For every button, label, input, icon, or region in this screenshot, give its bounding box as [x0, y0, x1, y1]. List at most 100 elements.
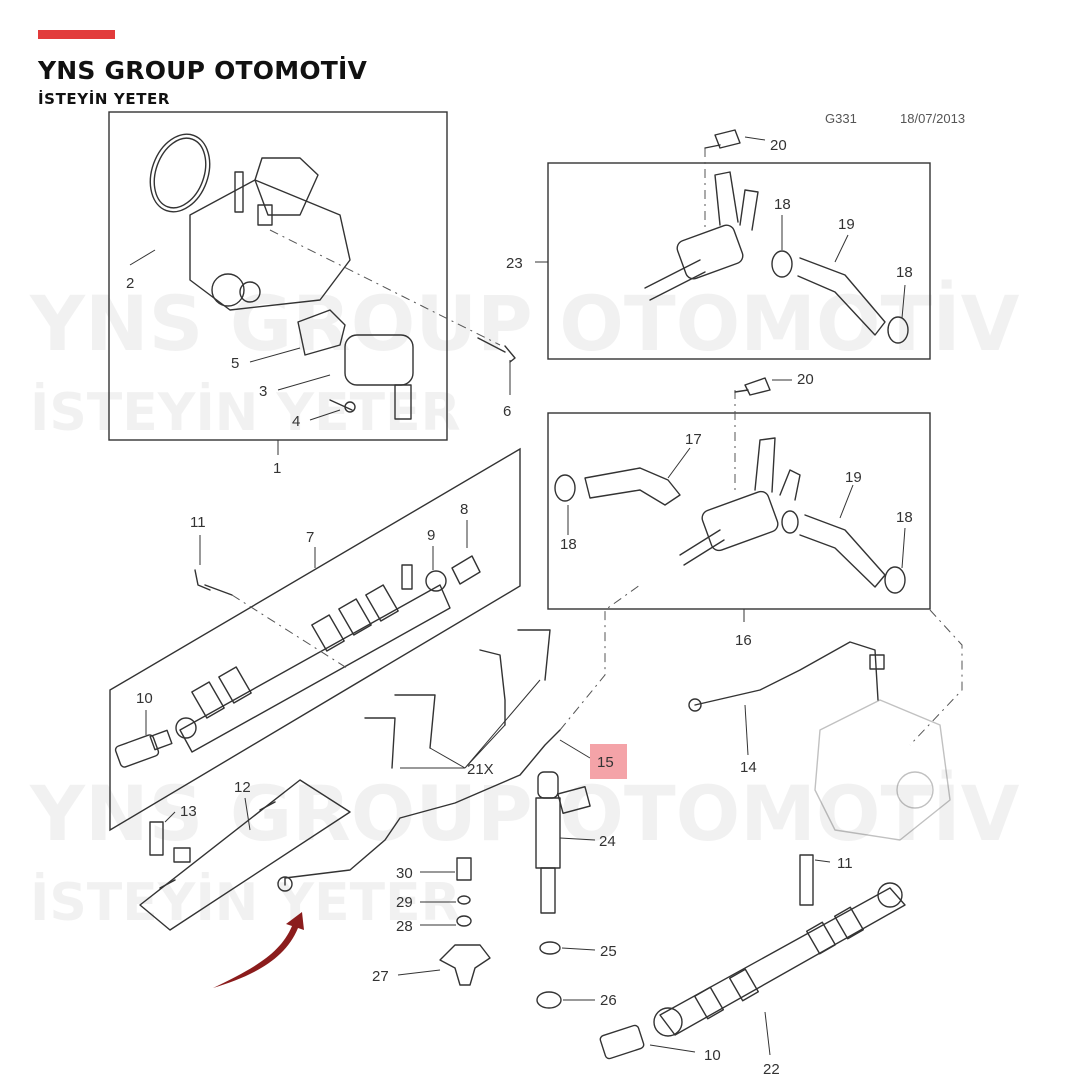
- leader-17: [667, 447, 691, 479]
- callout-19a: 19: [838, 216, 855, 233]
- brand-subtitle: İSTEYİN YETER: [38, 90, 171, 108]
- screw-4-head: [344, 401, 356, 413]
- pipe-14-nut: [869, 654, 885, 670]
- callout-17: 17: [685, 431, 702, 448]
- callout-19b: 19: [845, 469, 862, 486]
- pipe-14-end: [688, 698, 702, 712]
- callout-20b: 20: [797, 371, 814, 388]
- callout-11a: 11: [190, 514, 206, 531]
- leader-13: [164, 811, 176, 823]
- callout-30: 30: [396, 865, 413, 882]
- leader-15: [559, 739, 591, 759]
- leader-22: [764, 1011, 771, 1056]
- injector-24-nozzle: [540, 867, 556, 914]
- clip-18-d: [884, 566, 906, 594]
- callout-3: 3: [259, 383, 267, 400]
- washer-25: [539, 941, 561, 955]
- return-upper-frame: [547, 162, 931, 360]
- watermark-line-3: YNS GROUP OTOMOTİV: [29, 768, 1020, 858]
- return-pipe-15: 15: [213, 584, 641, 988]
- callout-1: 1: [273, 460, 281, 477]
- bolt-13: [149, 821, 164, 856]
- return-lower-frame: [547, 412, 931, 610]
- leader-18d: [901, 527, 906, 569]
- diagram-code: G331: [825, 111, 857, 126]
- callout-16: 16: [735, 632, 752, 649]
- sensor-10b: [599, 1024, 645, 1060]
- center-line-pipe-15: [559, 584, 641, 731]
- leaders-21: [400, 679, 541, 769]
- rail-22-cap: [877, 882, 903, 908]
- o-ring-2: [149, 133, 211, 213]
- injector-pipes-group: 21X: [364, 629, 551, 778]
- callout-18c: 18: [560, 536, 577, 553]
- seal-26: [536, 991, 562, 1009]
- gasket-5: [297, 309, 346, 356]
- leader-11b: [814, 859, 831, 863]
- lower-rail-group: 11 10 22: [599, 854, 906, 1078]
- callout-29: 29: [396, 894, 413, 911]
- rail-22: [659, 887, 906, 1036]
- callout-24: 24: [599, 833, 616, 850]
- clip-18-a: [771, 250, 793, 278]
- rail-22-end: [653, 1007, 683, 1037]
- pump-silhouette-body: [814, 699, 951, 841]
- clip-18-c: [554, 474, 576, 502]
- hose-19-upper: [797, 257, 886, 336]
- return-upper-tee: [676, 224, 744, 280]
- bolt-20a: [704, 129, 741, 149]
- hose-17: [584, 467, 681, 506]
- leader-18b: [901, 284, 906, 319]
- callout-28: 28: [396, 918, 413, 935]
- leader-19a: [834, 234, 849, 263]
- sensor-10a-tip: [149, 729, 173, 751]
- bolt-11a-shank: [204, 584, 233, 596]
- washer-28: [456, 915, 472, 927]
- injector-pipe-a: [479, 649, 506, 726]
- pump-head: [254, 157, 319, 216]
- fuel-rail-group: 11 7 9 8 10: [109, 447, 521, 832]
- sleeve-30: [456, 857, 472, 881]
- leader-24: [559, 837, 596, 841]
- bolt-11a-head: [194, 569, 211, 591]
- callout-12: 12: [234, 779, 251, 796]
- return-line-upper-group: 23 18 19 18 20: [506, 129, 931, 360]
- highlight-arrow-icon: [213, 912, 304, 988]
- rail-22-port-a: [694, 986, 724, 1020]
- rail-22-port-c: [806, 921, 836, 955]
- callout-5: 5: [231, 355, 239, 372]
- bolt-20b: [734, 377, 771, 396]
- callout-7: 7: [306, 529, 314, 546]
- callout-11b: 11: [837, 855, 853, 872]
- callout-26: 26: [600, 992, 617, 1009]
- rail-port-e: [365, 584, 399, 622]
- pump-silhouette-port: [896, 771, 934, 809]
- return-upper-pipe-b: [739, 189, 759, 231]
- sensor-10a: [114, 734, 160, 768]
- rail-port-b: [218, 666, 252, 704]
- fitting-8: [451, 555, 481, 585]
- valve-3: [344, 334, 414, 386]
- leader-25: [561, 947, 596, 951]
- pump-port-2: [257, 204, 273, 226]
- center-line-bolt-11a: [231, 594, 351, 671]
- leader-12: [244, 797, 251, 831]
- rail-port-a: [191, 681, 225, 719]
- callout-13: 13: [180, 803, 197, 820]
- callout-27: 27: [372, 968, 389, 985]
- bolt-6: [477, 337, 516, 363]
- washer-29: [457, 895, 471, 905]
- callout-14: 14: [740, 759, 757, 776]
- callout-4: 4: [292, 413, 300, 430]
- callout-15: 15: [597, 754, 614, 771]
- callout-18b: 18: [896, 264, 913, 281]
- return-upper-pipe-a: [714, 171, 739, 226]
- return-lower-pipe-a: [754, 437, 776, 493]
- leader-4: [309, 409, 341, 421]
- callout-25: 25: [600, 943, 617, 960]
- screw-4: [329, 399, 353, 411]
- leader-2: [129, 249, 156, 266]
- pipe-14: [694, 641, 879, 706]
- bolt-11b: [799, 854, 814, 906]
